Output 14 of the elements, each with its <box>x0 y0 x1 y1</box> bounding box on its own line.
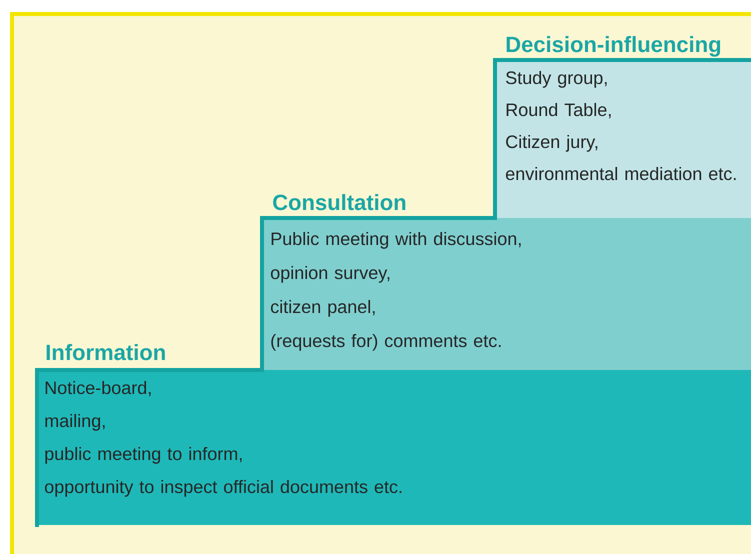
node-label: opportunity to inspect official documents etc. <box>44 480 402 497</box>
node-label: Notice-board, <box>46 380 151 396</box>
node-label: Public meeting with discussion, <box>272 232 521 249</box>
step-heading: Information <box>46 344 165 360</box>
step-heading: Decision-influencing <box>506 36 720 57</box>
node-label: public meeting to inform, <box>45 446 242 464</box>
step-box: Notice-board, mailing, public meeting to inform, opportunity to inspect official documents etc. <box>37 370 751 525</box>
node-label: (requests for) comments etc. <box>271 334 501 351</box>
node-label: mailing, <box>45 414 105 431</box>
step-heading: Consultation <box>273 194 406 210</box>
step-box: Public meeting with discussion, opinion survey, citizen panel, (requests for) comments etc. <box>262 218 751 370</box>
node-label: citizen panel, <box>270 300 375 317</box>
node-label: opinion survey, <box>270 266 390 283</box>
step-box: Study group, Round Table, Citizen jury, environmental mediation etc. <box>495 60 751 218</box>
